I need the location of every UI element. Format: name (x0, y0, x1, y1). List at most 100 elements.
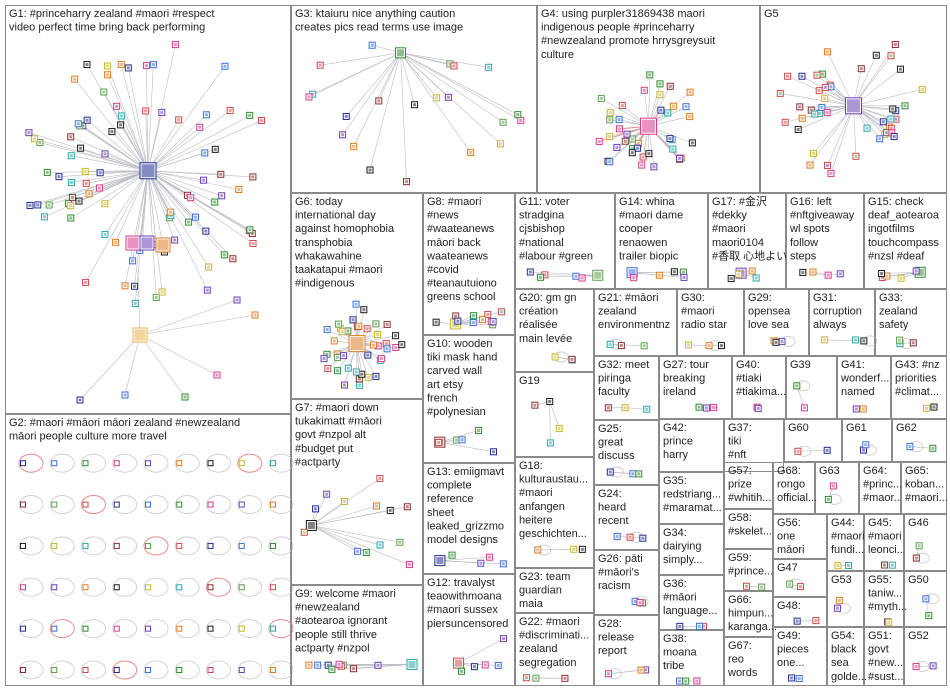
group-cell-g57: G57:prize#whitih... (724, 462, 773, 509)
group-border (904, 514, 947, 571)
node-avatar (633, 599, 637, 603)
node-avatar (366, 375, 370, 379)
edge (147, 170, 209, 268)
node-avatar (198, 125, 202, 129)
node-avatar (519, 118, 523, 122)
edge (400, 52, 504, 123)
network-node (145, 501, 151, 508)
group-border (904, 627, 947, 686)
node-avatar (106, 73, 110, 77)
group-border (760, 5, 947, 193)
node-avatar (213, 200, 217, 204)
node-avatar (376, 333, 380, 337)
node-avatar (84, 181, 88, 185)
node-avatar (204, 113, 208, 117)
node-avatar (307, 521, 315, 529)
group-border (724, 637, 773, 686)
edge (147, 170, 225, 256)
node-avatar (448, 62, 452, 66)
node-avatar (396, 49, 404, 57)
group-border (809, 289, 875, 356)
node-avatar (76, 122, 80, 126)
edge (311, 501, 345, 526)
edge (147, 170, 215, 203)
edge (400, 52, 415, 105)
group-label: G37:tiki#nft (728, 422, 752, 461)
network-node (51, 584, 58, 591)
node-avatar (825, 50, 829, 54)
node-avatar (826, 164, 830, 168)
group-label: G62 (896, 422, 917, 434)
node-avatar (487, 65, 491, 69)
edge (439, 556, 490, 561)
network-node (82, 460, 89, 467)
group-border (423, 193, 515, 335)
node-avatar (623, 139, 627, 143)
node-avatar (637, 472, 641, 476)
node-avatar (378, 476, 382, 480)
node-avatar (628, 269, 636, 277)
group-label: G1: #princeharry zealand #maori #respect… (9, 8, 214, 34)
self-loop (206, 619, 231, 639)
node-avatar (572, 547, 576, 551)
network-node (51, 501, 58, 508)
node-avatar (78, 398, 82, 402)
node-avatar (903, 104, 907, 108)
node-avatar (385, 347, 389, 351)
node-avatar (760, 585, 764, 589)
edge (147, 170, 157, 298)
group-border (594, 420, 659, 485)
edge (632, 271, 675, 273)
group-border (773, 627, 827, 686)
node-avatar (231, 257, 235, 261)
node-avatar (729, 277, 733, 281)
node-avatar (818, 111, 822, 115)
node-avatar (85, 63, 89, 67)
node-avatar (133, 301, 137, 305)
node-avatar (368, 168, 372, 172)
node-avatar (889, 54, 893, 58)
edge (86, 170, 149, 184)
edge (797, 450, 828, 452)
node-avatar (878, 137, 882, 141)
node-avatar (237, 188, 241, 192)
node-avatar (548, 400, 552, 404)
group-border (875, 289, 947, 356)
network-node (113, 625, 120, 632)
node-avatar (882, 563, 886, 567)
network-node (207, 667, 214, 673)
self-loop (18, 660, 44, 680)
node-avatar (413, 103, 417, 107)
network-node (238, 501, 245, 508)
node-avatar (808, 163, 812, 167)
self-loop (18, 453, 44, 473)
network-node (20, 667, 26, 673)
node-avatar (454, 314, 458, 318)
self-loop (237, 619, 263, 639)
group-border (515, 613, 594, 686)
edge (147, 170, 175, 241)
node-avatar (659, 108, 663, 112)
node-avatar (337, 322, 341, 326)
network-node (20, 625, 26, 632)
edge (147, 170, 157, 245)
node-avatar (477, 428, 481, 432)
edge (147, 170, 204, 181)
group-border (827, 627, 864, 686)
node-avatar (352, 667, 356, 671)
node-avatar (189, 196, 193, 200)
edge (311, 525, 358, 552)
node-avatar (580, 547, 584, 551)
node-avatar (346, 329, 350, 333)
